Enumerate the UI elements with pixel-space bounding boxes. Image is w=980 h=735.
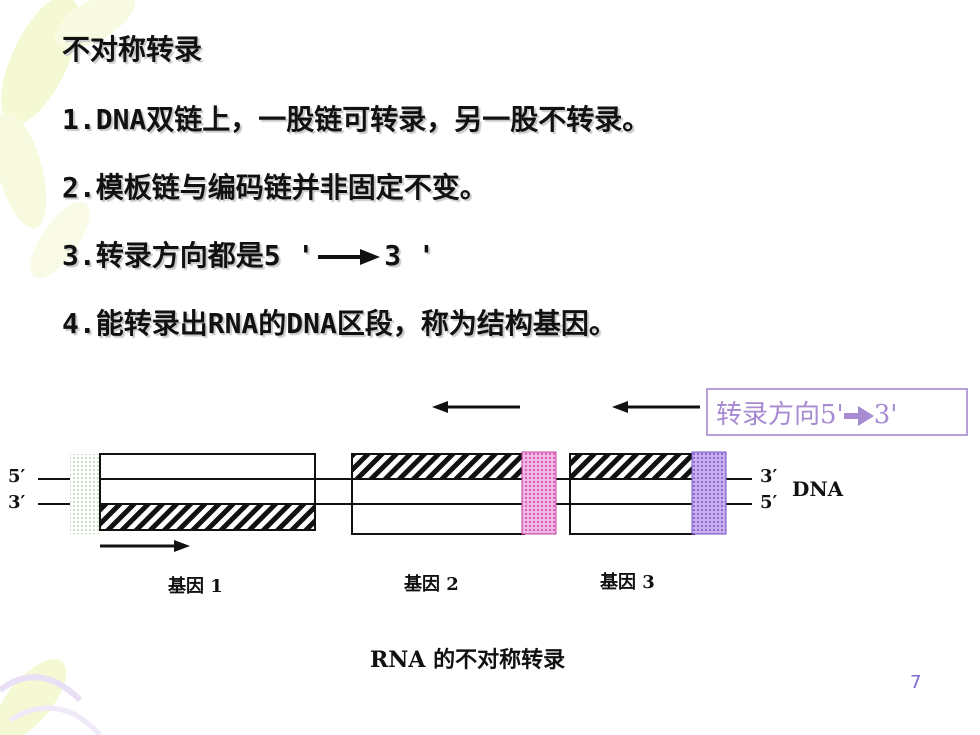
legend-arrow-icon (843, 406, 874, 426)
label-right-5prime: 5′ (760, 492, 778, 513)
gene-1-block (99, 453, 316, 531)
promoter-gene3 (691, 451, 727, 535)
point-3-text: 3.转录方向都是5 ' (62, 239, 315, 272)
leaf-decor-top (0, 0, 136, 279)
legend-text: 转录方向5' (716, 400, 844, 430)
promoter-gene2 (521, 451, 557, 535)
label-gene-1: 基因 1 (167, 575, 223, 597)
legend-suffix: 3' (873, 400, 898, 430)
point-2: 2.模板链与编码链并非固定不变。 (62, 171, 488, 204)
point-4: 4.能转录出RNA的DNA区段，称为结构基因。 (62, 307, 617, 340)
point-3-suffix: 3 ' (384, 239, 435, 272)
diagram-caption: RNA 的不对称转录 (370, 647, 566, 673)
label-right-3prime: 3′ (760, 466, 778, 487)
arrow-gene1-right (100, 540, 190, 552)
label-dna: DNA (792, 477, 844, 501)
slide-title: 不对称转录 (62, 33, 203, 66)
gene-3-block (569, 453, 695, 535)
page-number: 7 (910, 672, 922, 693)
transcription-direction-legend: 转录方向5' 3' (706, 388, 968, 436)
label-gene-2: 基因 2 (403, 573, 459, 595)
right-arrow-icon (318, 249, 381, 265)
gene-2-block (351, 453, 525, 535)
leaf-decor-bottom (0, 659, 102, 735)
transcription-diagram: 5′ 3′ 3′ 5′ DNA 基因 1 基因 2 基因 3 (8, 401, 844, 597)
arrow-gene3-left (612, 401, 700, 413)
label-left-3prime: 3′ (8, 492, 26, 513)
label-gene-3: 基因 3 (599, 571, 655, 593)
promoter-gene1 (70, 454, 100, 534)
arrow-gene2-left (432, 401, 520, 413)
point-3: 3.转录方向都是5 ' 3 ' (62, 234, 435, 274)
label-left-5prime: 5′ (8, 466, 26, 487)
point-1: 1.DNA双链上，一股链可转录，另一股不转录。 (62, 103, 651, 136)
